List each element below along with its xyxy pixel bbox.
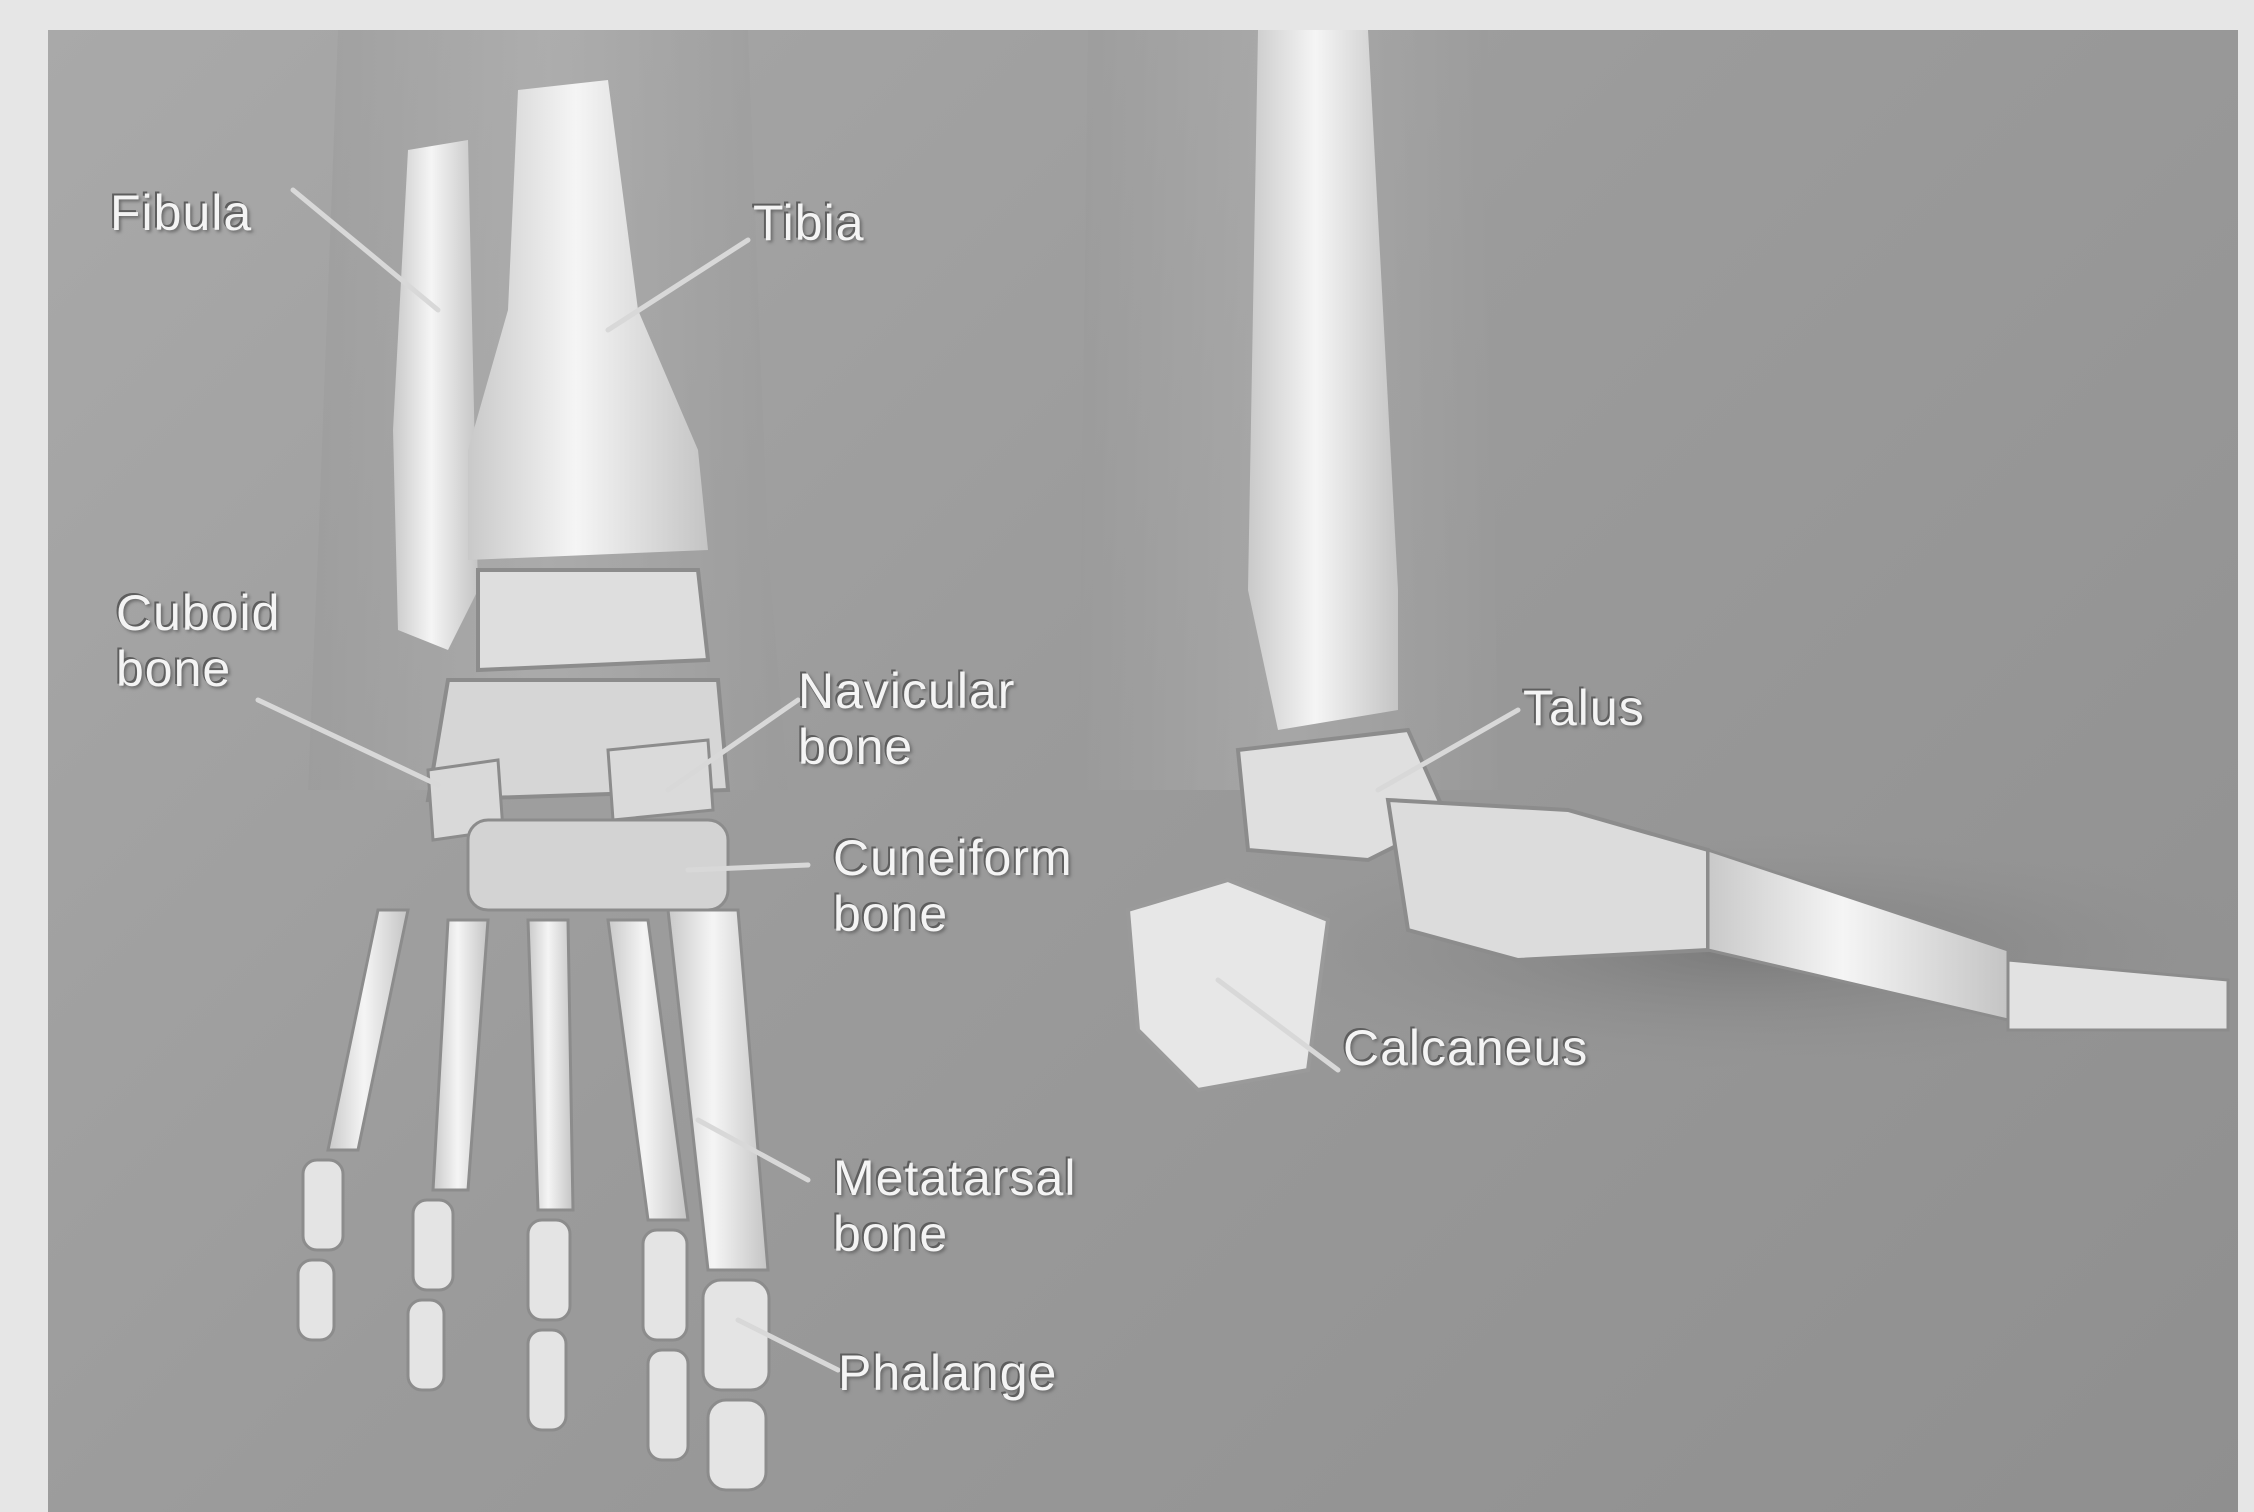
- fibula-bone: [393, 140, 478, 650]
- foot-skeleton-illustration: [48, 30, 2238, 1512]
- cuboid-label-line2: bone: [116, 641, 280, 697]
- metatarsal-label-line1: Metatarsal: [833, 1150, 1076, 1206]
- talus-front: [478, 570, 708, 670]
- fibula-label: Fibula: [110, 185, 252, 241]
- cuboid-label-line1: Cuboid: [116, 585, 280, 641]
- navicular-label-line2: bone: [798, 719, 1015, 775]
- metatarsal-label: Metatarsal bone: [833, 1150, 1076, 1262]
- talus-label: Talus: [1523, 680, 1645, 736]
- cuneiform-bone-shape: [468, 820, 728, 910]
- midfoot-side-bones: [1388, 800, 1708, 960]
- cuneiform-label: Cuneiform bone: [833, 830, 1073, 942]
- cuneiform-label-line1: Cuneiform: [833, 830, 1073, 886]
- phalange-bones: [298, 1160, 769, 1490]
- foot-anatomy-figure: Fibula Tibia Cuboid bone Navicular bone …: [48, 30, 2238, 1512]
- navicular-bone-shape: [608, 740, 713, 820]
- cuneiform-label-line2: bone: [833, 886, 1073, 942]
- cuboid-label: Cuboid bone: [116, 585, 280, 697]
- phalange-label: Phalange: [838, 1345, 1057, 1401]
- navicular-label: Navicular bone: [798, 663, 1015, 775]
- side-view-foot: [1078, 30, 2238, 1090]
- metatarsal-label-line2: bone: [833, 1206, 1076, 1262]
- tibia-label: Tibia: [753, 195, 865, 251]
- metatarsal-bones: [328, 910, 768, 1270]
- navicular-label-line1: Navicular: [798, 663, 1015, 719]
- calcaneus-label: Calcaneus: [1343, 1020, 1588, 1076]
